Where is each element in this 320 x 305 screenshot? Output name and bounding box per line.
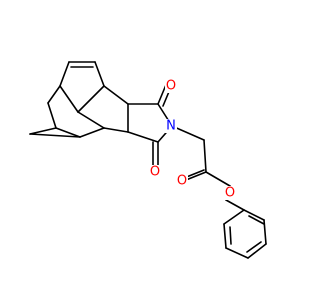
bond [246,241,262,253]
bond [103,85,129,105]
atom-o4: O [225,186,235,201]
bond [225,199,245,211]
bond [29,127,57,135]
bond [243,209,265,221]
bond [29,133,81,138]
molecule-canvas: O N O O O [29,61,267,259]
bond [47,102,57,129]
bond [77,85,105,113]
bond [103,127,129,133]
bond [47,85,61,104]
bond [79,127,105,138]
bond [59,85,79,113]
bond [223,223,227,249]
bond [223,209,245,225]
bond [225,247,249,259]
bond [94,61,105,87]
bond [77,111,105,129]
structure-diagram: O N O O O [29,61,267,259]
bond [263,219,267,245]
atom-o1: O [166,79,176,94]
atom-labels: O N O O O [149,79,236,201]
bond [248,215,265,225]
bond [205,171,231,187]
atom-n1: N [166,119,176,134]
bond [247,243,267,259]
bonds [29,61,267,259]
atom-o2: O [150,165,160,180]
atom-o3: O [177,174,187,189]
bond [203,139,207,173]
bond [229,226,232,245]
bond [59,61,70,87]
bond [55,127,81,138]
bond [171,125,205,141]
bond [185,171,207,181]
bond [127,131,159,143]
